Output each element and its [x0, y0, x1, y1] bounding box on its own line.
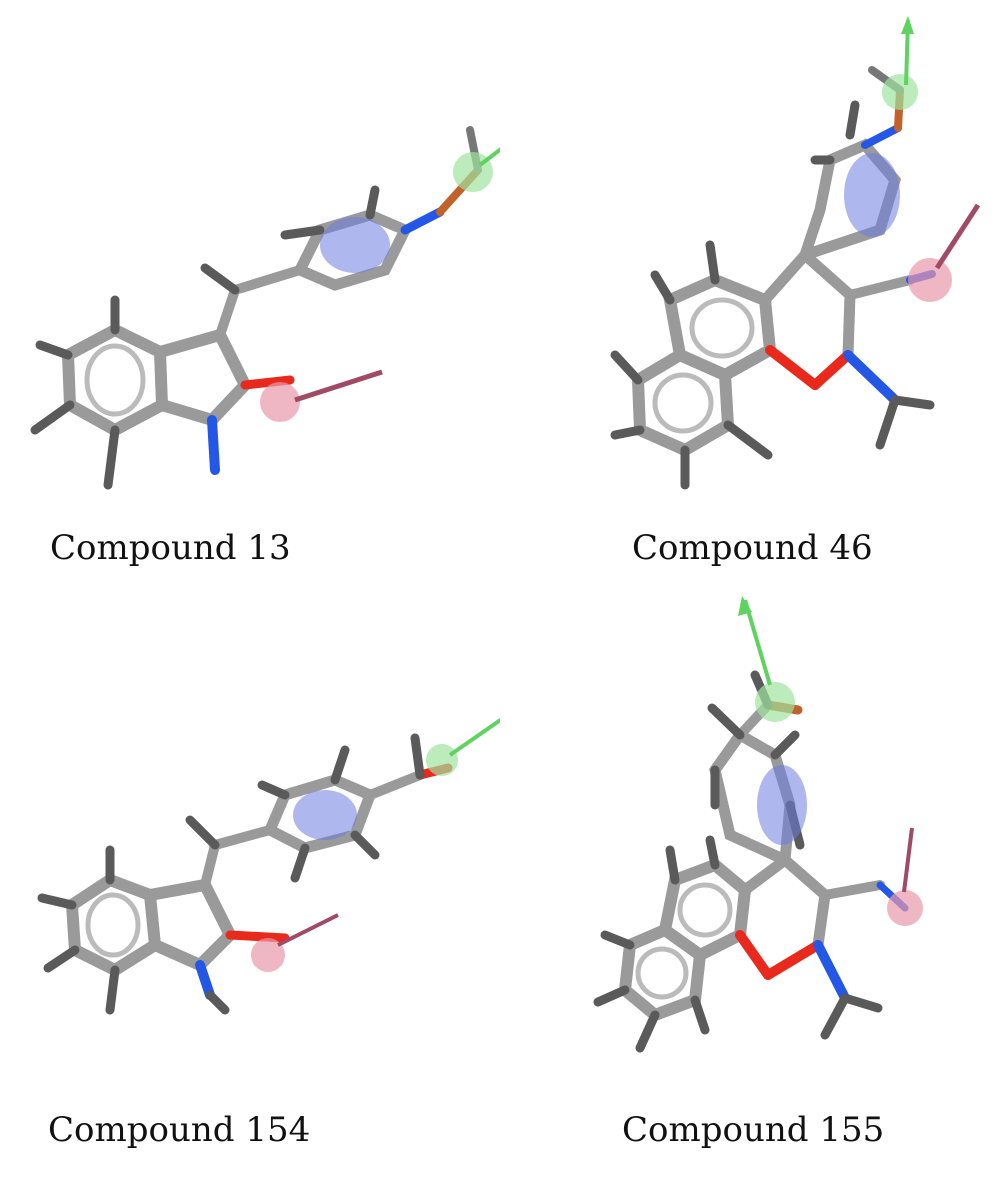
aromatic-feature-icon	[293, 790, 357, 840]
acceptor-arrow-icon	[902, 827, 914, 893]
donor-feature-icon	[755, 682, 795, 722]
molecule-compound-155	[593, 596, 923, 1053]
caption-compound-155: Compound 155	[622, 1110, 885, 1150]
donor-arrow-icon	[743, 599, 772, 686]
aromatic-feature-icon	[844, 153, 900, 237]
acceptor-feature-icon	[251, 938, 285, 972]
molecule-compound-13	[30, 126, 500, 490]
panel-compound-13: Compound 13	[0, 0, 500, 590]
acceptor-arrow-icon	[934, 203, 981, 270]
acceptor-feature-icon	[908, 258, 952, 302]
panel-compound-154: Compound 154	[0, 590, 500, 1180]
molecule-compound-46	[610, 16, 981, 490]
caption-compound-154: Compound 154	[48, 1110, 311, 1150]
donor-feature-icon	[882, 74, 918, 110]
panel-compound-155: Compound 155	[500, 590, 1000, 1180]
acceptor-feature-icon	[887, 890, 923, 926]
panel-compound-46: Compound 46	[500, 0, 1000, 590]
donor-feature-icon	[426, 744, 458, 776]
donor-arrow-icon	[448, 717, 500, 757]
caption-compound-46: Compound 46	[632, 528, 873, 568]
acceptor-arrow-icon	[294, 369, 383, 403]
acceptor-feature-icon	[260, 382, 300, 422]
molecule-compound-154	[37, 717, 500, 1015]
aromatic-feature-icon	[757, 765, 807, 845]
aromatic-feature-icon	[320, 217, 390, 273]
acceptor-arrow-icon	[277, 913, 339, 947]
caption-compound-13: Compound 13	[50, 528, 291, 568]
donor-arrow-icon	[478, 147, 500, 167]
